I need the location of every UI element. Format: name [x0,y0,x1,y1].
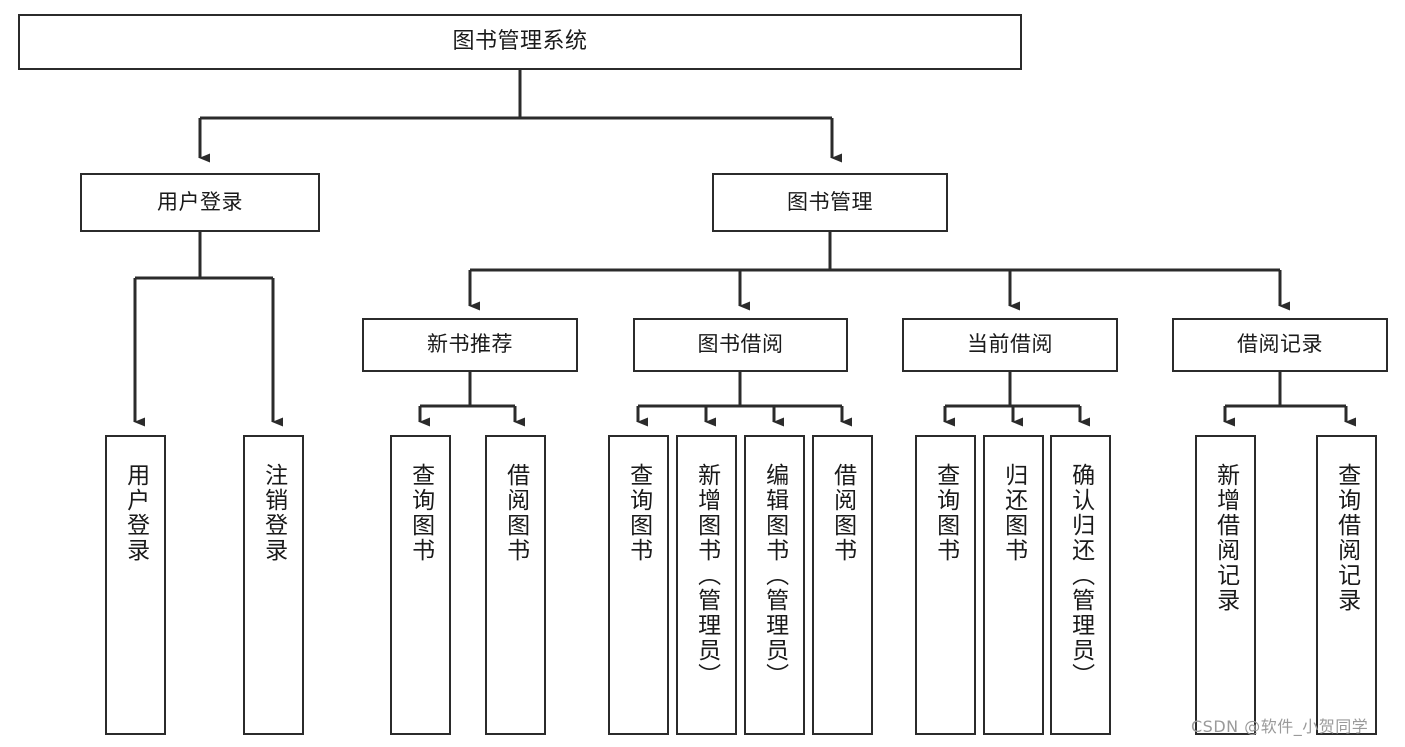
leaf-user-logout-label: 注销登录 [260,463,287,563]
node-book-borrow-label: 图书借阅 [697,332,784,357]
node-borrow-record[interactable]: 借阅记录 [1172,318,1388,372]
node-root-system-label: 图书管理系统 [452,28,588,54]
node-new-book-recommend-label: 新书推荐 [427,332,513,357]
leaf-user-login-label: 用户登录 [122,463,149,563]
node-user-login[interactable]: 用户登录 [80,173,320,232]
leaf-borrow-query-book-label: 查询图书 [625,463,652,563]
leaf-borrow-edit-book-label: 编辑图书（管理员） [761,463,788,688]
leaf-new-query-book[interactable]: 查询图书 [390,435,451,735]
leaf-current-return-book[interactable]: 归还图书 [983,435,1044,735]
leaf-borrow-edit-book[interactable]: 编辑图书（管理员） [744,435,805,735]
leaf-record-add-label: 新增借阅记录 [1212,463,1239,613]
leaf-record-query-label: 查询借阅记录 [1333,463,1360,613]
leaf-current-confirm-return-label: 确认归还（管理员） [1067,463,1094,688]
node-current-borrow-label: 当前借阅 [967,332,1053,357]
leaf-borrow-query-book[interactable]: 查询图书 [608,435,669,735]
leaf-user-logout[interactable]: 注销登录 [243,435,304,735]
leaf-new-query-book-label: 查询图书 [407,463,434,563]
node-user-login-label: 用户登录 [157,189,243,214]
node-root-system[interactable]: 图书管理系统 [18,14,1022,70]
node-new-book-recommend[interactable]: 新书推荐 [362,318,578,372]
node-borrow-record-label: 借阅记录 [1237,332,1323,357]
leaf-new-borrow-book[interactable]: 借阅图书 [485,435,546,735]
leaf-record-add[interactable]: 新增借阅记录 [1195,435,1256,735]
leaf-current-query-book[interactable]: 查询图书 [915,435,976,735]
leaf-current-query-book-label: 查询图书 [932,463,959,563]
leaf-borrow-add-book[interactable]: 新增图书（管理员） [676,435,737,735]
leaf-new-borrow-book-label: 借阅图书 [502,463,529,563]
leaf-user-login[interactable]: 用户登录 [105,435,166,735]
node-current-borrow[interactable]: 当前借阅 [902,318,1118,372]
node-book-management-label: 图书管理 [787,189,873,214]
leaf-borrow-lend-book[interactable]: 借阅图书 [812,435,873,735]
leaf-borrow-lend-book-label: 借阅图书 [829,463,856,563]
leaf-current-confirm-return[interactable]: 确认归还（管理员） [1050,435,1111,735]
node-book-management[interactable]: 图书管理 [712,173,948,232]
node-book-borrow[interactable]: 图书借阅 [633,318,848,372]
leaf-borrow-add-book-label: 新增图书（管理员） [693,463,720,688]
leaf-current-return-book-label: 归还图书 [1000,463,1027,563]
csdn-watermark: CSDN @软件_小贺同学 [1191,717,1369,736]
leaf-record-query[interactable]: 查询借阅记录 [1316,435,1377,735]
